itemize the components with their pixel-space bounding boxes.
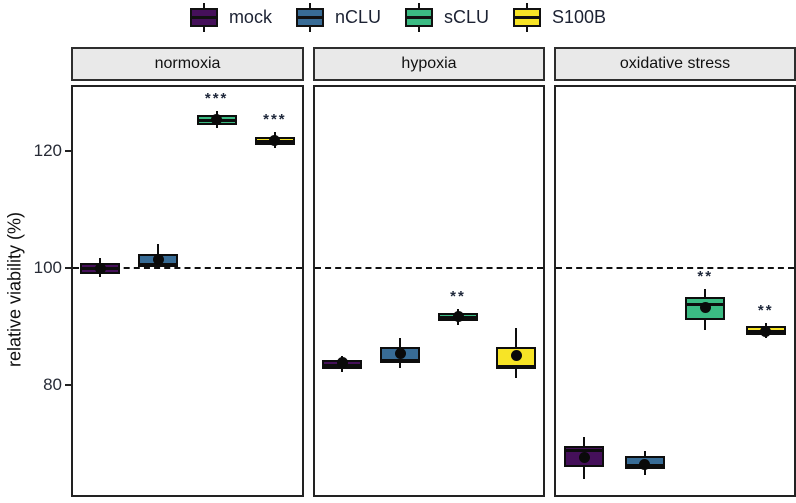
boxplot-key-icon <box>513 2 541 32</box>
boxplot-key-icon <box>189 2 218 32</box>
significance-stars: *** <box>204 89 229 107</box>
boxplot-key-icon <box>404 2 433 32</box>
legend-item-nCLU: nCLU <box>295 2 381 32</box>
legend-label: mock <box>228 6 272 27</box>
mean-point <box>699 302 711 314</box>
reference-line-100 <box>556 267 794 270</box>
facet-label: hypoxia <box>401 55 457 72</box>
y-tick-label: 80 <box>43 375 62 395</box>
significance-stars: *** <box>263 110 287 128</box>
legend-item-mock: mock <box>189 2 272 32</box>
facet-label: normoxia <box>154 55 221 72</box>
boxplot-key-icon <box>295 2 324 32</box>
mean-point <box>510 349 522 361</box>
facet-strip: oxidative stress <box>554 47 796 81</box>
y-axis-title: relative viability (%) <box>4 211 25 368</box>
significance-stars: ** <box>697 268 714 286</box>
facet-panel <box>554 85 796 497</box>
mean-point <box>211 114 223 126</box>
mean-point <box>336 356 348 368</box>
legend-label: sCLU <box>443 6 489 27</box>
significance-stars: ** <box>450 288 466 306</box>
mean-point <box>394 348 406 360</box>
y-tick-mark <box>65 384 71 387</box>
facet-strip: normoxia <box>71 47 304 81</box>
mean-point <box>760 325 772 337</box>
legend: mock nCLU sCLU S100B <box>0 2 796 32</box>
legend-label: S100B <box>552 6 607 27</box>
facet-panel <box>71 85 304 497</box>
median-line <box>498 365 534 369</box>
significance-stars: ** <box>757 302 774 320</box>
mean-point <box>94 262 106 274</box>
mean-point <box>452 311 464 323</box>
legend-item-sCLU: sCLU <box>404 2 489 32</box>
y-tick-label: 100 <box>33 258 62 278</box>
median-line <box>382 359 418 363</box>
mean-point <box>152 253 164 265</box>
mean-point <box>269 135 281 147</box>
mean-point <box>578 452 590 464</box>
reference-line-100 <box>315 267 543 270</box>
y-tick-label: 120 <box>33 141 62 161</box>
mean-point <box>639 459 651 471</box>
median-line <box>566 448 603 452</box>
facet-label: oxidative stress <box>619 55 731 72</box>
legend-label: nCLU <box>334 6 381 27</box>
facet-panel <box>313 85 545 497</box>
y-tick-mark <box>65 150 71 153</box>
facet-strip: hypoxia <box>313 47 545 81</box>
legend-item-S100B: S100B <box>513 2 607 32</box>
reference-line-100 <box>73 267 302 270</box>
y-tick-mark <box>65 267 71 270</box>
